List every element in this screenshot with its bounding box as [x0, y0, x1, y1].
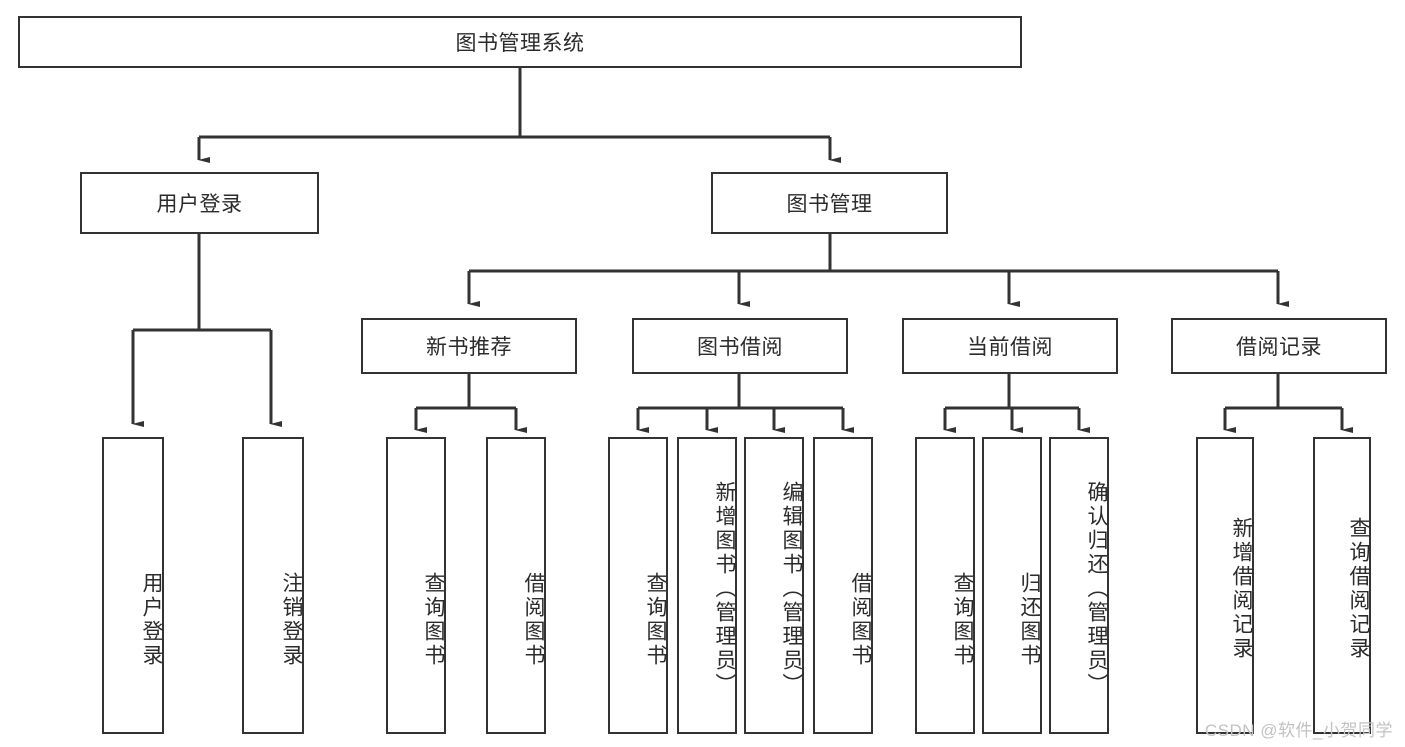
node-user-login-label: 用户登录	[156, 193, 243, 216]
leaf-query-book-recommend-label: 查询图书	[422, 571, 445, 668]
leaf-query-borrow-record[interactable]: 查询借阅记录	[1313, 437, 1371, 734]
node-book-management-label: 图书管理	[786, 193, 873, 216]
node-user-login[interactable]: 用户登录	[80, 172, 319, 234]
leaf-query-borrow-record-label: 查询借阅记录	[1347, 516, 1370, 661]
node-borrow-record[interactable]: 借阅记录	[1171, 318, 1387, 374]
leaf-add-borrow-record-label: 新增借阅记录	[1230, 516, 1253, 661]
node-root-label: 图书管理系统	[455, 32, 585, 55]
leaf-query-book-current-label: 查询图书	[951, 571, 974, 668]
node-book-borrow-label: 图书借阅	[697, 336, 783, 359]
leaf-confirm-return-admin-label: 确认归还（管理员）	[1085, 480, 1108, 697]
leaf-user-login[interactable]: 用户登录	[102, 437, 164, 734]
node-new-book-recommend[interactable]: 新书推荐	[361, 318, 577, 374]
leaf-edit-book-admin-label: 编辑图书（管理员）	[780, 480, 803, 697]
leaf-return-book[interactable]: 归还图书	[982, 437, 1042, 734]
leaf-return-book-label: 归还图书	[1018, 571, 1041, 668]
leaf-query-book-recommend[interactable]: 查询图书	[386, 437, 446, 734]
leaf-query-book-borrow[interactable]: 查询图书	[608, 437, 668, 734]
node-borrow-record-label: 借阅记录	[1236, 336, 1322, 359]
leaf-add-borrow-record[interactable]: 新增借阅记录	[1196, 437, 1254, 734]
leaf-edit-book-admin[interactable]: 编辑图书（管理员）	[744, 437, 804, 734]
leaf-query-book-current[interactable]: 查询图书	[915, 437, 975, 734]
node-new-book-recommend-label: 新书推荐	[426, 336, 512, 359]
leaf-borrow-book-recommend[interactable]: 借阅图书	[486, 437, 546, 734]
leaf-borrow-book-borrow[interactable]: 借阅图书	[813, 437, 873, 734]
leaf-add-book-admin[interactable]: 新增图书（管理员）	[677, 437, 737, 734]
leaf-add-book-admin-label: 新增图书（管理员）	[713, 480, 736, 697]
node-book-management[interactable]: 图书管理	[711, 172, 948, 234]
leaf-logout-label: 注销登录	[280, 571, 303, 668]
leaf-borrow-book-borrow-label: 借阅图书	[849, 571, 872, 668]
node-book-borrow[interactable]: 图书借阅	[632, 318, 848, 374]
leaf-confirm-return-admin[interactable]: 确认归还（管理员）	[1049, 437, 1109, 734]
node-current-borrow[interactable]: 当前借阅	[902, 318, 1118, 374]
leaf-user-login-label: 用户登录	[140, 571, 163, 668]
leaf-logout[interactable]: 注销登录	[242, 437, 304, 734]
node-root[interactable]: 图书管理系统	[18, 16, 1022, 68]
leaf-query-book-borrow-label: 查询图书	[644, 571, 667, 668]
watermark: CSDN @软件_小贺同学	[1204, 721, 1393, 740]
node-current-borrow-label: 当前借阅	[967, 336, 1053, 359]
leaf-borrow-book-recommend-label: 借阅图书	[522, 571, 545, 668]
